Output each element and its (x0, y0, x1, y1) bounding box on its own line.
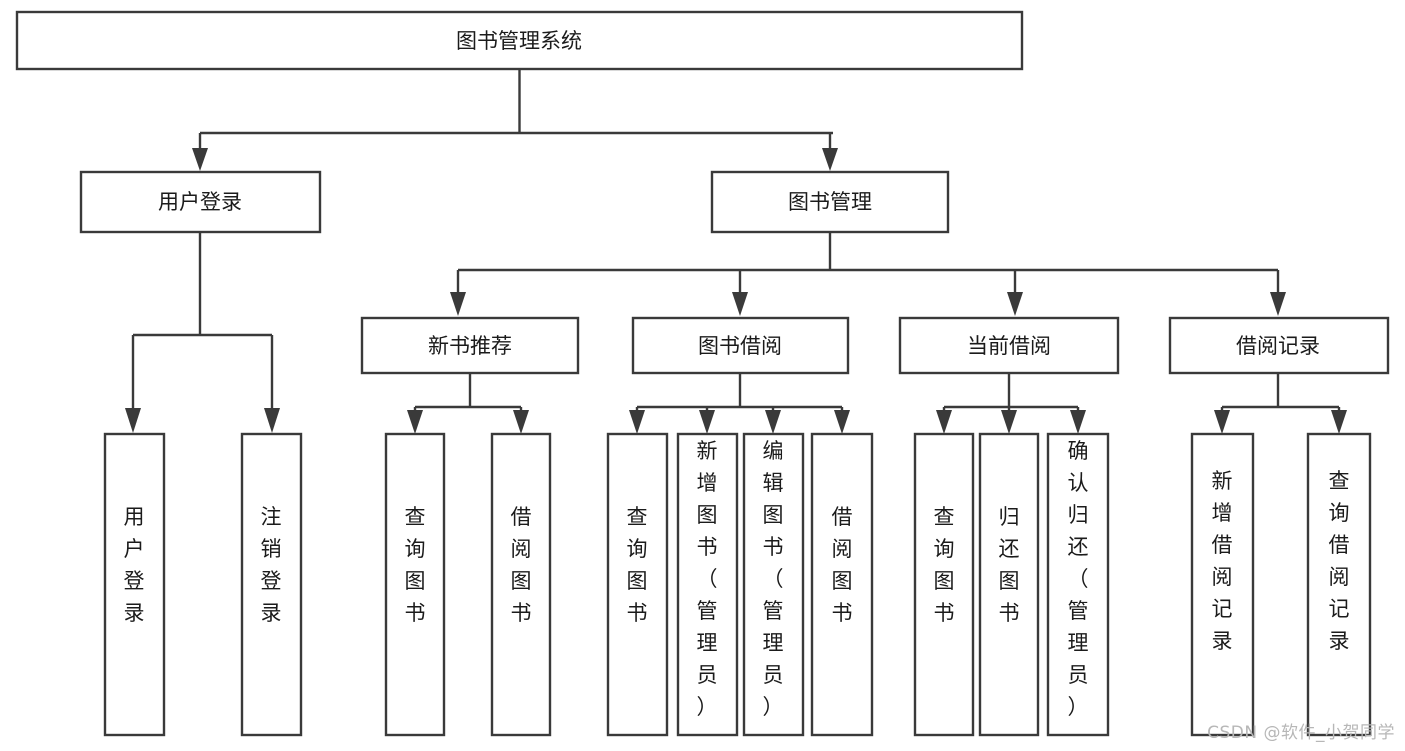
node-borrow-record[interactable]: 借阅记录 (1168, 316, 1390, 375)
node-book-borrow-label: 图书借阅 (698, 334, 782, 358)
arrow-head-book-borrow (732, 292, 748, 316)
node-leaf-edit-book[interactable]: 编辑图书（管理员） (742, 432, 805, 737)
node-user-login-label: 用户登录 (158, 190, 242, 214)
arrow-head-current-borrow (1007, 292, 1023, 316)
node-leaf-borrow-book-2-box[interactable] (810, 432, 874, 737)
node-new-book-rec[interactable]: 新书推荐 (360, 316, 580, 375)
arrow-head-leaf-add-record (1214, 410, 1230, 434)
node-root[interactable]: 图书管理系统 (15, 10, 1024, 71)
node-leaf-logout-label: 注销登录 (261, 505, 282, 625)
node-leaf-query-book-3-label: 查询图书 (934, 505, 955, 625)
node-leaf-logout[interactable]: 注销登录 (240, 432, 303, 737)
node-leaf-edit-book-box[interactable] (742, 432, 805, 737)
node-book-manage-box[interactable] (710, 170, 950, 234)
node-leaf-query-book-1-box[interactable] (384, 432, 446, 737)
arrow-head-leaf-edit-book (765, 410, 781, 434)
arrow-head-leaf-user-login (125, 408, 141, 433)
watermark-text: CSDN @软件_小贺同学 (1207, 723, 1395, 743)
arrow-head-borrow-record (1270, 292, 1286, 316)
arrow-head-leaf-query-book-3 (936, 410, 952, 434)
node-book-borrow-box[interactable] (631, 316, 850, 375)
node-leaf-add-book-label: 新增图书（管理员） (697, 439, 718, 719)
node-book-manage-label: 图书管理 (788, 190, 872, 214)
node-leaf-query-book-3-box[interactable] (913, 432, 975, 737)
arrow-head-user-login (192, 148, 208, 171)
node-leaf-query-record-label: 查询借阅记录 (1329, 469, 1350, 653)
node-leaf-confirm-return-box[interactable] (1046, 432, 1110, 737)
node-new-book-rec-box[interactable] (360, 316, 580, 375)
node-current-borrow-label: 当前借阅 (967, 334, 1051, 358)
node-leaf-query-record[interactable]: 查询借阅记录 (1306, 432, 1372, 737)
node-leaf-query-book-1[interactable]: 查询图书 (384, 432, 446, 737)
node-leaf-add-record-label: 新增借阅记录 (1212, 469, 1233, 653)
arrow-head-book-manage (822, 148, 838, 171)
node-leaf-return-book-box[interactable] (978, 432, 1040, 737)
arrow-head-leaf-add-book (699, 410, 715, 434)
arrow-head-leaf-return-book (1001, 410, 1017, 434)
node-leaf-add-record[interactable]: 新增借阅记录 (1190, 432, 1255, 737)
arrow-head-leaf-logout (264, 408, 280, 433)
node-leaf-confirm-return-label: 确认归还（管理员） (1068, 439, 1089, 719)
node-user-login[interactable]: 用户登录 (79, 170, 322, 234)
node-leaf-confirm-return[interactable]: 确认归还（管理员） (1046, 432, 1110, 737)
node-leaf-logout-box[interactable] (240, 432, 303, 737)
arrow-head-leaf-query-record (1331, 410, 1347, 434)
node-current-borrow[interactable]: 当前借阅 (898, 316, 1120, 375)
arrow-head-leaf-query-book-1 (407, 410, 423, 434)
node-leaf-add-book[interactable]: 新增图书（管理员） (676, 432, 739, 737)
node-leaf-user-login-box[interactable] (103, 432, 166, 737)
node-leaf-return-book[interactable]: 归还图书 (978, 432, 1040, 737)
node-root-label: 图书管理系统 (456, 29, 582, 53)
node-current-borrow-box[interactable] (898, 316, 1120, 375)
node-leaf-edit-book-label: 编辑图书（管理员） (763, 439, 784, 719)
node-leaf-user-login[interactable]: 用户登录 (103, 432, 166, 737)
node-leaf-user-login-label: 用户登录 (124, 505, 145, 625)
node-leaf-borrow-book-1[interactable]: 借阅图书 (490, 432, 552, 737)
node-book-manage[interactable]: 图书管理 (710, 170, 950, 234)
node-leaf-query-record-box[interactable] (1306, 432, 1372, 737)
node-borrow-record-box[interactable] (1168, 316, 1390, 375)
arrow-head-leaf-query-book-2 (629, 410, 645, 434)
node-leaf-borrow-book-1-box[interactable] (490, 432, 552, 737)
node-book-borrow[interactable]: 图书借阅 (631, 316, 850, 375)
connector-group (125, 69, 1347, 434)
node-leaf-return-book-label: 归还图书 (999, 505, 1020, 625)
node-user-login-box[interactable] (79, 170, 322, 234)
arrow-head-new-book-rec (450, 292, 466, 316)
arrow-head-leaf-borrow-book-1 (513, 410, 529, 434)
node-leaf-query-book-2-label: 查询图书 (627, 505, 648, 625)
node-leaf-borrow-book-1-label: 借阅图书 (511, 505, 532, 625)
node-leaf-query-book-1-label: 查询图书 (405, 505, 426, 625)
node-leaf-query-book-2[interactable]: 查询图书 (606, 432, 669, 737)
node-leaf-add-record-box[interactable] (1190, 432, 1255, 737)
arrow-head-leaf-confirm-return (1070, 410, 1086, 434)
node-leaf-query-book-2-box[interactable] (606, 432, 669, 737)
node-root-box[interactable] (15, 10, 1024, 71)
node-leaf-borrow-book-2-label: 借阅图书 (832, 505, 853, 625)
node-new-book-rec-label: 新书推荐 (428, 334, 512, 358)
node-borrow-record-label: 借阅记录 (1236, 334, 1320, 358)
node-leaf-query-book-3[interactable]: 查询图书 (913, 432, 975, 737)
arrow-head-leaf-borrow-book-2 (834, 410, 850, 434)
node-leaf-add-book-box[interactable] (676, 432, 739, 737)
node-leaf-borrow-book-2[interactable]: 借阅图书 (810, 432, 874, 737)
